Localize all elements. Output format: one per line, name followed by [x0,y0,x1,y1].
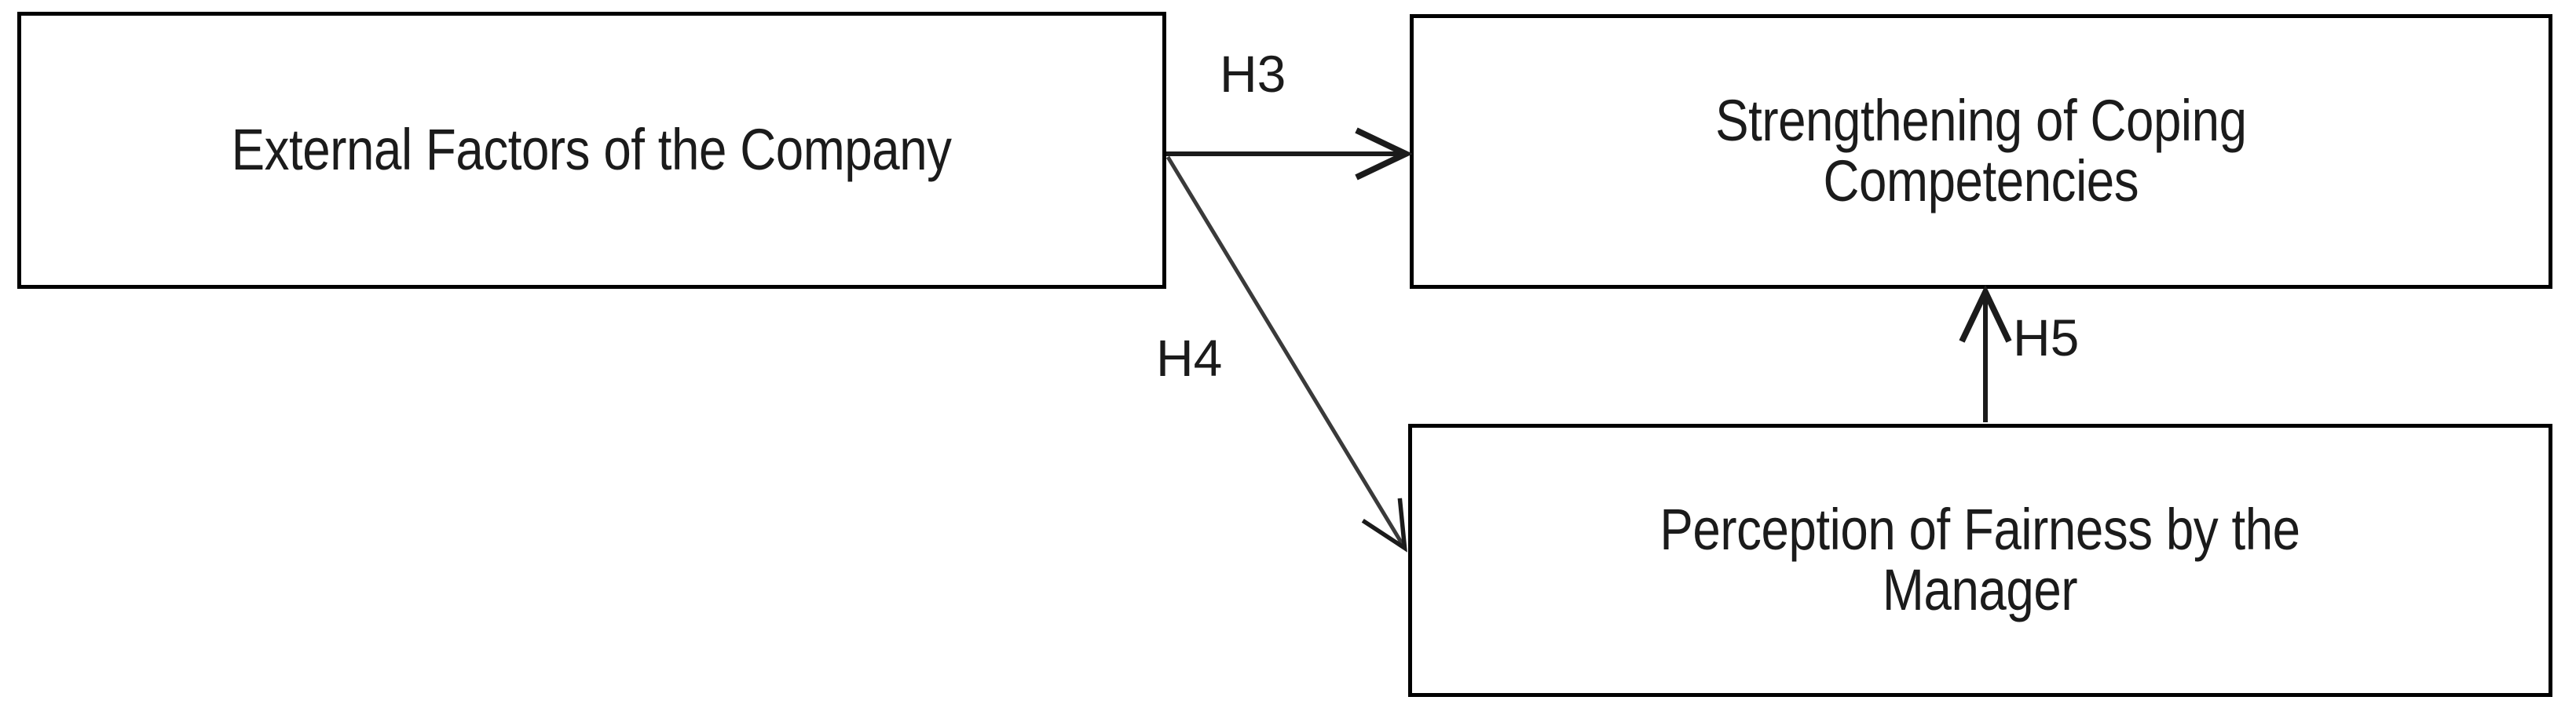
edge-label-h4: H4 [1156,329,1223,387]
edge-label-h5: H5 [2013,308,2080,367]
node-coping-competencies-label: Strengthening of Coping Competencies [1715,88,2247,213]
edge-label-h3: H3 [1220,45,1286,103]
node-external-factors-label: External Factors of the Company [232,117,952,183]
node-external-factors: External Factors of the Company [17,12,1166,289]
node-coping-competencies: Strengthening of Coping Competencies [1410,14,2552,289]
node-fairness-perception-label: Perception of Fairness by the Manager [1659,497,2301,622]
node-fairness-perception: Perception of Fairness by the Manager [1408,424,2552,697]
